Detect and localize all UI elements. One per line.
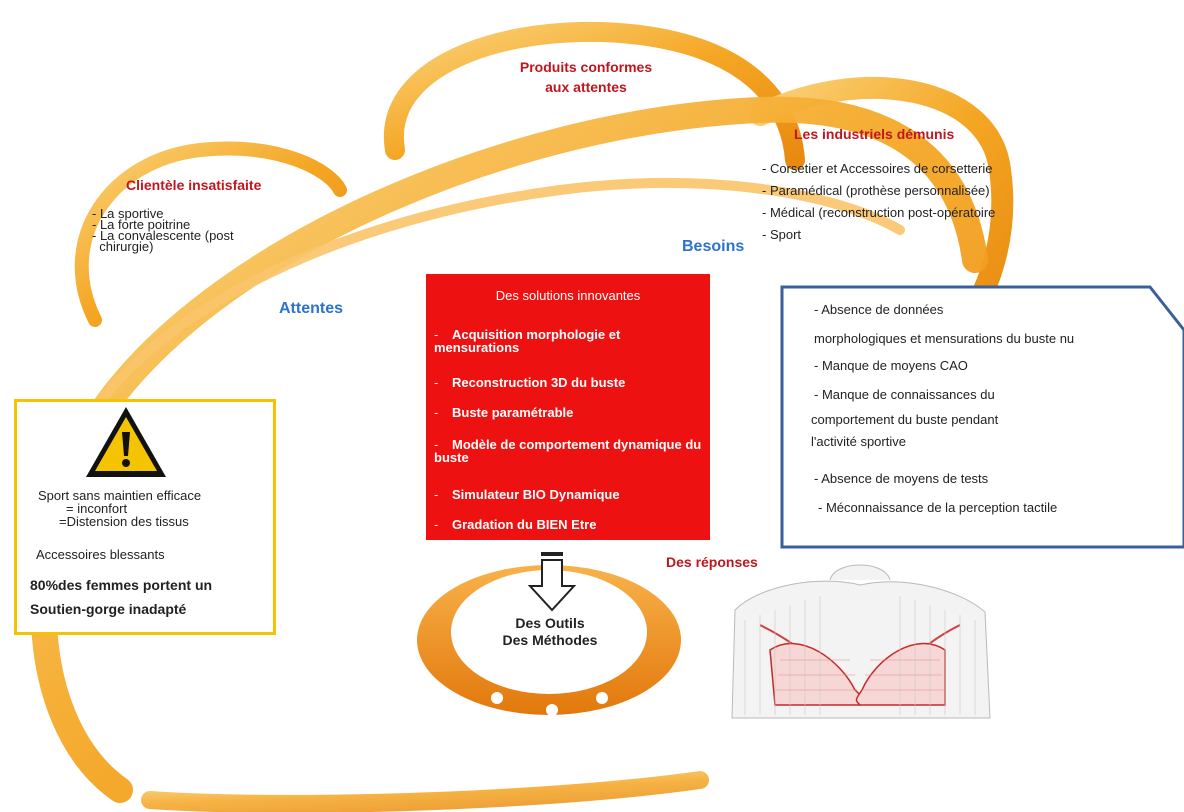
solution-item: -Reconstruction 3D du buste xyxy=(434,376,704,389)
warning-bold-line: Soutien-gorge inadapté xyxy=(30,601,187,617)
warning-line: = inconfort xyxy=(66,501,128,516)
industriels-item: - Médical (reconstruction post-opératoir… xyxy=(762,205,996,220)
solution-item: -Buste paramétrable xyxy=(434,406,704,419)
solution-text: Gradation du BIEN Etre xyxy=(452,517,597,532)
solution-item: -Modèle de comportement dynamique du bus… xyxy=(434,438,704,464)
industriels-item: - Sport xyxy=(762,227,802,242)
reponses-label: Des réponses xyxy=(666,554,758,570)
solution-item: -Acquisition morphologie et mensurations xyxy=(434,328,704,354)
client-item: - La sportive xyxy=(92,206,164,221)
outils-line2: Des Méthodes xyxy=(502,632,598,648)
solution-text: Acquisition morphologie et mensurations xyxy=(434,327,621,355)
bust-illustration xyxy=(731,564,991,719)
outils-label: Des Outils Des Méthodes xyxy=(480,615,620,649)
solution-dash: - xyxy=(434,375,439,390)
solutions-box: Des solutions innovantes -Acquisition mo… xyxy=(426,274,710,540)
problem-line: l'activité sportive xyxy=(811,434,906,449)
solution-item: -Gradation du BIEN Etre xyxy=(434,518,704,531)
solution-text: Modèle de comportement dynamique du bust… xyxy=(434,437,702,465)
problem-line: - Absence de données xyxy=(814,302,944,317)
solution-dash: - xyxy=(434,487,439,502)
problem-line: - Manque de moyens CAO xyxy=(814,358,968,373)
industriels-title: Les industriels démunis xyxy=(794,126,955,142)
solution-text: Buste paramétrable xyxy=(452,405,574,420)
products-title: Produits conformes aux attentes xyxy=(496,57,676,97)
solution-text: Reconstruction 3D du buste xyxy=(452,375,626,390)
problem-line: morphologiques et mensurations du buste … xyxy=(814,331,1075,346)
client-title: Clientèle insatisfaite xyxy=(126,177,262,193)
client-item: - La forte poitrine xyxy=(92,217,191,232)
besoins-label: Besoins xyxy=(682,238,745,255)
outils-line1: Des Outils xyxy=(515,615,585,631)
solutions-title: Des solutions innovantes xyxy=(495,288,641,303)
solution-dash: - xyxy=(434,327,439,342)
problem-line: - Méconnaissance de la perception tactil… xyxy=(818,500,1058,515)
client-item: chirurgie) xyxy=(92,239,154,254)
industriels-item: - Corsetier et Accessoires de corsetteri… xyxy=(762,161,993,176)
industriels-list: - Corsetier et Accessoires de corsetteri… xyxy=(762,160,995,248)
solution-item: -Simulateur BIO Dynamique xyxy=(434,488,704,501)
warning-line: Accessoires blessants xyxy=(36,547,165,562)
solution-text: Simulateur BIO Dynamique xyxy=(452,487,620,502)
products-title-line1: Produits conformes xyxy=(519,59,653,75)
warning-line: Sport sans maintien efficace xyxy=(38,488,202,503)
warning-line: =Distension des tissus xyxy=(59,514,189,529)
industriels-item: - Paramédical (prothèse personnalisée) xyxy=(762,183,990,198)
problem-line: comportement du buste pendant xyxy=(811,412,999,427)
problem-line: - Manque de connaissances du xyxy=(814,387,995,402)
warning-bold-line: 80%des femmes portent un xyxy=(30,577,213,593)
warning-box: Sport sans maintien efficace = inconfort… xyxy=(14,399,276,635)
warning-triangle-icon xyxy=(86,407,166,477)
problem-line: - Absence de moyens de tests xyxy=(814,471,989,486)
client-item: - La convalescente (post xyxy=(92,228,234,243)
solution-dash: - xyxy=(434,517,439,532)
client-list: - La sportive - La forte poitrine - La c… xyxy=(92,206,312,254)
attentes-label: Attentes xyxy=(279,300,344,317)
solution-dash: - xyxy=(434,405,439,420)
products-title-line2: aux attentes xyxy=(545,79,627,95)
solution-dash: - xyxy=(434,437,439,452)
